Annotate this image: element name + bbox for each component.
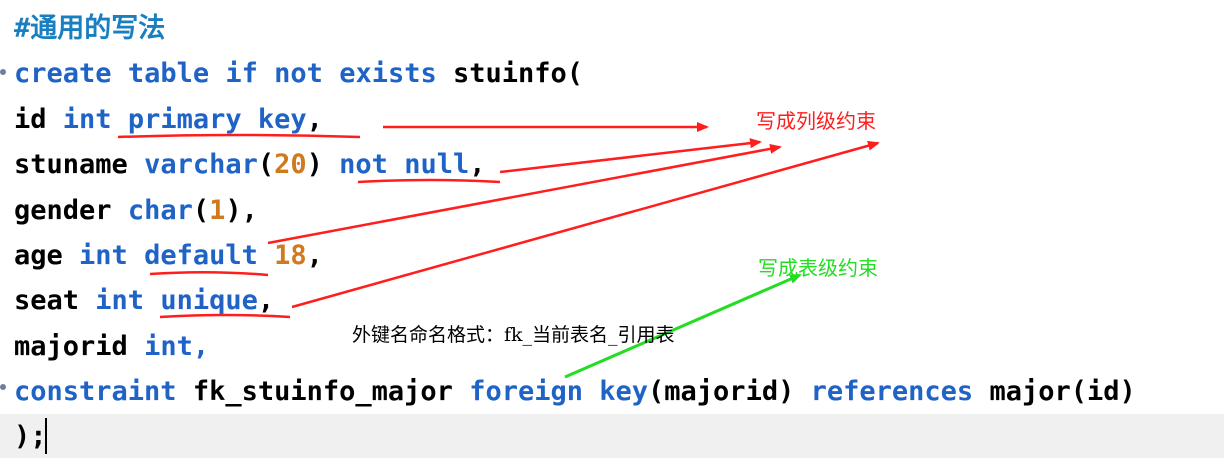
code-line-gender: gender char(1),: [14, 188, 258, 233]
fold-marker[interactable]: [0, 384, 6, 390]
fold-marker[interactable]: [0, 69, 6, 75]
field-type: int: [95, 285, 145, 316]
paren-close: ): [306, 149, 323, 180]
constraint-default: default: [144, 240, 258, 271]
field-name: id: [14, 104, 47, 135]
comma: ,: [469, 149, 486, 180]
keyword-foreign: foreign: [469, 376, 583, 407]
code-line-id: id int primary key,: [14, 97, 323, 142]
code-line-majorid: majorid int,: [14, 324, 209, 369]
arrow-unique: [291, 140, 880, 309]
code-line-comment: #通用的写法: [14, 6, 165, 51]
text-caret: [45, 418, 47, 454]
constraint-not-null: not null: [339, 149, 470, 180]
keyword-references: references: [810, 376, 974, 407]
code-line-close: );: [14, 414, 47, 459]
field-name: age: [14, 240, 63, 271]
comma: ,: [257, 285, 275, 316]
field-type: varchar: [144, 149, 258, 180]
code-line-create-table: create table if not exists stuinfo(: [14, 51, 583, 96]
annotation-fk-naming: 外键名命名格式：fk_当前表名_引用表: [352, 324, 675, 346]
code-line-age: age int default 18,: [14, 233, 323, 278]
arrow-not-null: [499, 138, 762, 174]
comma: ,: [306, 104, 323, 135]
field-name: gender: [14, 195, 112, 226]
keyword-not: not: [274, 58, 323, 89]
arrow-foreign-key: [564, 273, 802, 379]
underline-unique: [159, 313, 291, 319]
keyword-constraint: constraint: [14, 376, 177, 407]
current-line-highlight: [0, 414, 1224, 458]
annotation-table-level: 写成表级约束: [758, 256, 878, 280]
keyword-exists: exists: [339, 58, 437, 89]
number-literal: 1: [209, 195, 226, 226]
field-name: stuname: [14, 149, 128, 180]
paren-close: ),: [225, 195, 258, 226]
number-literal: 20: [274, 149, 307, 180]
constraint-primary-key: primary key: [127, 104, 307, 135]
paren-open: (: [257, 149, 275, 180]
underline-not-null: [357, 178, 501, 184]
keyword-if: if: [225, 58, 258, 89]
field-name: seat: [14, 285, 80, 316]
paren-open: (: [192, 195, 210, 226]
number-literal: 18: [274, 240, 307, 271]
field-name: majorid: [14, 331, 128, 362]
constraint-name: fk_stuinfo_major: [192, 376, 453, 407]
fk-column: (majorid): [648, 376, 795, 407]
code-line-constraint: constraint fk_stuinfo_major foreign key(…: [14, 369, 1136, 414]
keyword-create: create: [14, 58, 112, 89]
keyword-key: key: [599, 376, 649, 407]
table-name: stuinfo(: [453, 58, 584, 89]
field-type: int,: [144, 331, 210, 362]
comma: ,: [306, 240, 323, 271]
annotation-column-level: 写成列级约束: [756, 109, 876, 133]
arrow-default: [267, 143, 782, 245]
keyword-table: table: [127, 58, 210, 89]
statement-end: );: [14, 421, 47, 452]
underline-primary-key: [117, 133, 361, 139]
sql-comment: #通用的写法: [14, 13, 166, 44]
code-line-stuname: stuname varchar(20) not null,: [14, 142, 485, 187]
field-type: int: [62, 104, 112, 135]
field-type: char: [127, 195, 193, 226]
constraint-unique: unique: [160, 285, 258, 316]
code-line-seat: seat int unique,: [14, 278, 274, 323]
field-type: int: [79, 240, 128, 271]
underline-default: [149, 270, 269, 277]
referenced-table: major(id): [989, 376, 1136, 407]
